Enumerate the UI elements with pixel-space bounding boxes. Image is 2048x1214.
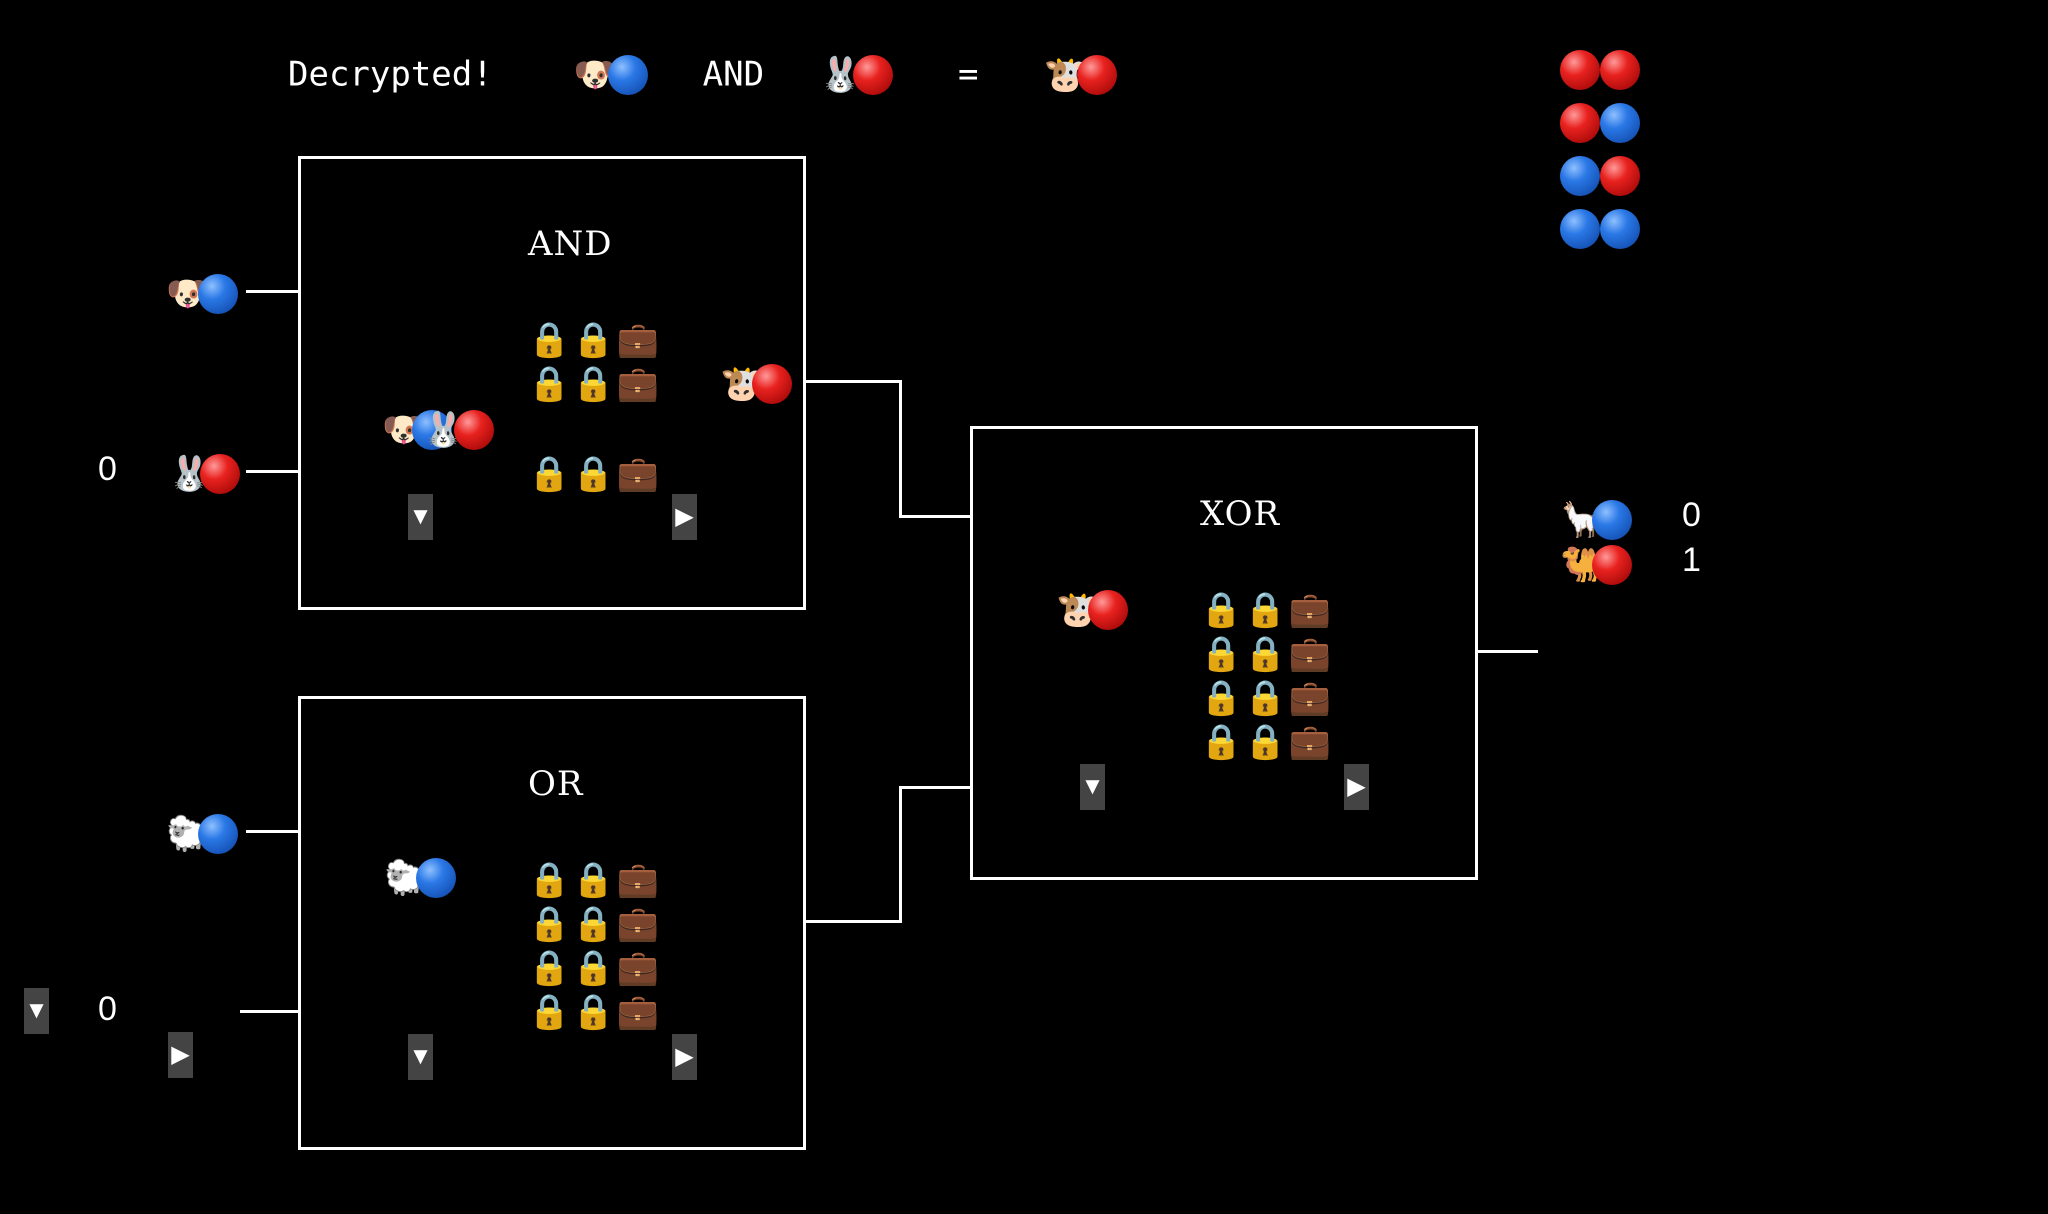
or-gate-title: OR <box>528 764 584 804</box>
or-input-value: 0 <box>98 990 117 1028</box>
xor-expand-down-button[interactable]: ▼ <box>1080 764 1105 810</box>
blue-ball-icon <box>607 54 648 95</box>
blue-ball-icon <box>416 858 456 898</box>
blue-ball-icon <box>412 410 452 450</box>
blue-ball-icon <box>1600 103 1640 143</box>
red-ball-icon <box>1600 156 1640 196</box>
wire <box>899 786 971 789</box>
output-value-1: 1 <box>1682 541 1701 579</box>
wire <box>246 470 300 473</box>
wire <box>246 290 300 293</box>
and-gate-title: AND <box>528 224 613 264</box>
rabbit-icon: 🐰 <box>819 54 862 95</box>
wire <box>899 515 971 518</box>
xor-step-right-button[interactable]: ▶ <box>1344 764 1369 810</box>
truth-row <box>1560 103 1650 156</box>
blue-ball-icon <box>1560 156 1600 196</box>
wire <box>240 1010 300 1013</box>
xor-inside-token: 🐮 <box>1056 588 1128 632</box>
wire <box>806 920 902 923</box>
red-ball-icon <box>1560 103 1600 143</box>
xor-lock-row: 🔒🔒💼 <box>1200 591 1334 629</box>
red-ball-icon <box>1560 50 1600 90</box>
blue-ball-icon <box>1600 209 1640 249</box>
equals-text: = <box>958 54 979 95</box>
truth-row <box>1560 209 1650 262</box>
red-ball-icon <box>752 364 792 404</box>
or-input-token-1: 🐑 <box>166 812 238 856</box>
or-gate-box <box>298 696 806 1150</box>
or-lock-row: 🔒🔒💼 <box>528 993 662 1031</box>
and-lock-row: 🔒🔒💼 <box>528 455 662 493</box>
status-text: Decrypted! <box>288 54 493 95</box>
red-ball-icon <box>1600 50 1640 90</box>
operator-text: AND <box>702 54 765 95</box>
and-lock-row: 🔒🔒💼 <box>528 365 662 403</box>
truth-table <box>1560 50 1650 262</box>
and-input-token-2: 🐰 <box>168 452 240 496</box>
blue-ball-icon <box>1560 209 1600 249</box>
wire <box>246 830 300 833</box>
and-output-token: 🐮 <box>720 362 792 406</box>
output-token-1: 🐫 <box>1560 543 1632 587</box>
red-ball-icon <box>454 410 494 450</box>
output-value-0: 0 <box>1682 496 1701 534</box>
blue-ball-icon <box>1592 500 1632 540</box>
or-lock-row: 🔒🔒💼 <box>528 861 662 899</box>
xor-gate-title: XOR <box>1200 494 1281 534</box>
and-input-value: 0 <box>98 450 117 488</box>
xor-lock-row: 🔒🔒💼 <box>1200 635 1334 673</box>
xor-gate-box <box>970 426 1478 880</box>
input-expand-down-button[interactable]: ▼ <box>24 988 49 1034</box>
cow-icon: 🐮 <box>1043 54 1086 95</box>
and-gate-box <box>298 156 806 610</box>
decryption-banner: Decrypted! 🐶 AND 🐰 = 🐮 <box>288 48 1118 100</box>
or-lock-row: 🔒🔒💼 <box>528 949 662 987</box>
wire <box>1478 650 1538 653</box>
wire <box>899 786 902 923</box>
blue-ball-icon <box>198 274 238 314</box>
truth-row <box>1560 50 1650 103</box>
output-token-0: 🦙 <box>1560 498 1632 542</box>
xor-lock-row: 🔒🔒💼 <box>1200 723 1334 761</box>
and-expand-down-button[interactable]: ▼ <box>408 494 433 540</box>
or-lock-row: 🔒🔒💼 <box>528 905 662 943</box>
truth-row <box>1560 156 1650 209</box>
input-step-right-button[interactable]: ▶ <box>168 1032 193 1078</box>
dog-icon: 🐶 <box>573 54 617 95</box>
wire <box>806 380 902 383</box>
red-ball-icon <box>1592 545 1632 585</box>
red-ball-icon <box>1088 590 1128 630</box>
or-expand-down-button[interactable]: ▼ <box>408 1034 433 1080</box>
and-inside-token: 🐶🐰 <box>382 408 494 452</box>
and-input-token-1: 🐶 <box>166 272 238 316</box>
or-inside-token: 🐑 <box>384 856 456 900</box>
red-ball-icon <box>200 454 240 494</box>
blue-ball-icon <box>198 814 238 854</box>
wire <box>899 380 902 518</box>
and-step-right-button[interactable]: ▶ <box>672 494 697 540</box>
red-ball-icon <box>1077 54 1118 95</box>
xor-lock-row: 🔒🔒💼 <box>1200 679 1334 717</box>
and-lock-row: 🔒🔒💼 <box>528 321 662 359</box>
red-ball-icon <box>853 54 894 95</box>
or-step-right-button[interactable]: ▶ <box>672 1034 697 1080</box>
